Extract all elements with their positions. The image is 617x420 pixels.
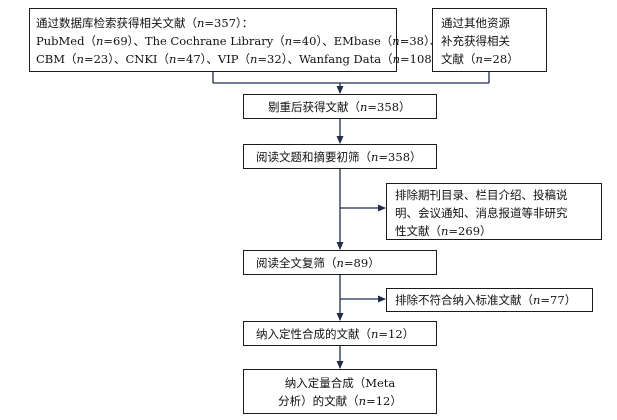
- other-line-3: 文献（n=28）: [441, 52, 519, 66]
- deduplication-box: 剔重后获得文献（n=358）: [243, 94, 437, 119]
- search-line-3: CBM（n=23）、CNKI（n=47）、VIP（n=32）、Wanfang D…: [36, 52, 444, 66]
- quant-line-2: 分析）的文献（n=12）: [278, 394, 402, 408]
- quant-line-1: 纳入定量合成（Meta: [284, 376, 396, 390]
- search-line-1: 通过数据库检索获得相关文献（n=357）：: [36, 16, 254, 30]
- exclude2-text: 排除不符合纳入标准文献（n=77）: [395, 293, 577, 307]
- exclusion-criteria-box: 排除不符合纳入标准文献（n=77）: [386, 288, 593, 312]
- database-search-box: 通过数据库检索获得相关文献（n=357）： PubMed（n=69）、The C…: [29, 8, 444, 72]
- exclude1-line-2: 明、会议通知、消息报道等非研究: [395, 206, 568, 220]
- qualitative-synthesis-box: 纳入定性合成的文献（n=12）: [243, 321, 437, 346]
- other-sources-box: 通过其他资源 补充获得相关 文献（n=28）: [432, 8, 547, 72]
- dedup-text: 剔重后获得文献（n=358）: [268, 100, 411, 114]
- exclude1-line-1: 排除期刊目录、栏目介绍、投稿说: [395, 188, 568, 202]
- fulltext-text: 阅读全文复筛（n=89）: [256, 256, 380, 270]
- other-line-1: 通过其他资源: [441, 16, 510, 30]
- title-abstract-screening-box: 阅读文题和摘要初筛（n=358）: [243, 144, 437, 169]
- qual-text: 纳入定性合成的文献（n=12）: [256, 327, 415, 341]
- exclusion-non-research-box: 排除期刊目录、栏目介绍、投稿说 明、会议通知、消息报道等非研究 性文献（n=26…: [386, 183, 602, 240]
- other-line-2: 补充获得相关: [441, 34, 510, 48]
- titles-text: 阅读文题和摘要初筛（n=358）: [256, 150, 422, 164]
- quantitative-synthesis-box: 纳入定量合成（Meta 分析）的文献（n=12）: [243, 369, 437, 414]
- full-text-screening-box: 阅读全文复筛（n=89）: [243, 250, 437, 275]
- exclude1-line-3: 性文献（n=269）: [395, 224, 492, 238]
- search-line-2: PubMed（n=69）、The Cochrane Library（n=40）、…: [36, 34, 442, 48]
